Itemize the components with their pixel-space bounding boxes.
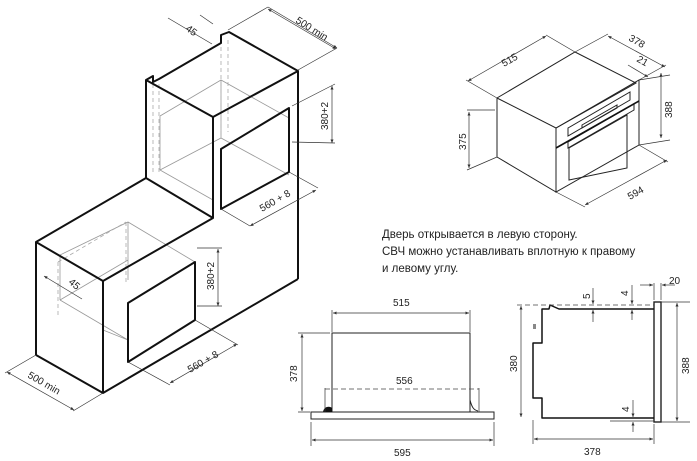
- note-line-corner: и левому углу.: [382, 263, 459, 275]
- top-view-inner-width-label: 556: [396, 376, 413, 387]
- installation-note: Дверь открывается в левую сторону. СВЧ м…: [382, 227, 635, 278]
- lower-gap-label: 45: [66, 277, 82, 293]
- upper-gap-label: 45: [183, 23, 199, 39]
- oven-front-height-label: 388: [664, 101, 675, 118]
- upper-niche-height-label: 380+2: [320, 101, 331, 130]
- side-view-depth-label: 378: [584, 447, 601, 458]
- oven-panel-label: 21: [635, 54, 651, 69]
- side-view-front-height-label: 388: [681, 357, 692, 374]
- note-line-door: Дверь открывается в левую сторону.: [382, 229, 578, 241]
- side-view-panel-label: 20: [669, 276, 681, 287]
- oven-body-height-label: 375: [458, 133, 469, 150]
- lower-depth-label: 500 min: [26, 370, 62, 397]
- oven-depth-label: 515: [500, 52, 520, 70]
- top-view-height-label: 378: [289, 365, 300, 382]
- upper-niche-width-label: 560 + 8: [258, 188, 293, 215]
- side-view-drawing: 380 388 378 20 5 4 4: [509, 276, 692, 458]
- upper-cabinet-drawing: 45 500 min 380+2 560 + 8: [145, 6, 337, 279]
- side-view-body-height-label: 380: [509, 355, 520, 372]
- lower-cabinet-drawing: 45 380+2 560 + 8 500 min: [4, 177, 299, 412]
- lower-niche-height-label: 380+2: [206, 261, 217, 290]
- top-view-depth-label: 515: [393, 298, 410, 309]
- oven-width-label: 594: [626, 185, 646, 203]
- upper-depth-label: 500 min: [293, 15, 329, 43]
- top-view-width-label: 595: [394, 448, 411, 459]
- side-view-top-offset-label: 4: [620, 290, 631, 296]
- lower-niche-opening: [127, 261, 196, 363]
- lower-niche-width-label: 560 + 8: [186, 349, 221, 376]
- upper-niche-opening: [220, 107, 290, 210]
- side-view-bottom-offset-label: 4: [621, 406, 632, 412]
- oven-isometric-drawing: 515 378 21 388 375 594: [458, 33, 675, 208]
- top-view-drawing: 515 556 595 378: [289, 298, 495, 459]
- side-view-top-gap-label: 5: [582, 293, 593, 299]
- note-line-install: СВЧ можно устанавливать вплотную к право…: [382, 246, 636, 258]
- oven-side-label: 378: [627, 33, 647, 51]
